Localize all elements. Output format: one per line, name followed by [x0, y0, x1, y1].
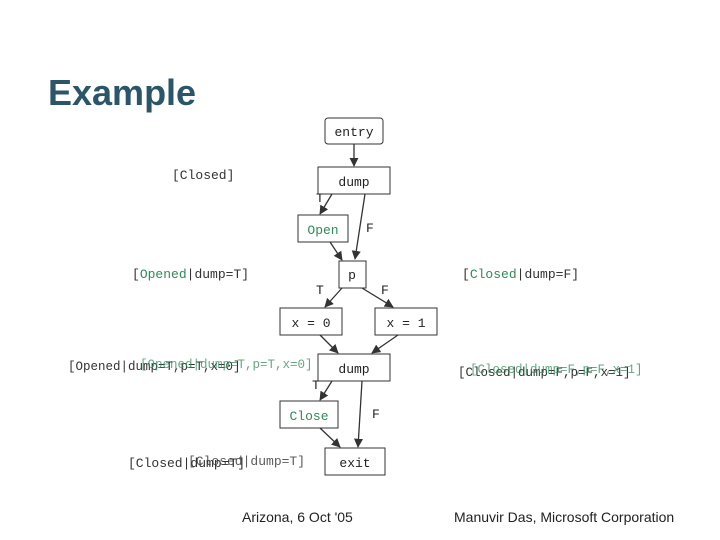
- open-node: [297, 214, 349, 243]
- edge-dump-open: [319, 193, 333, 215]
- bracket: ]: [241, 267, 250, 282]
- x0-node: [279, 307, 343, 336]
- edge-p-x1: [361, 287, 394, 308]
- edge-label-dump2-F: F: [372, 407, 380, 422]
- edge-dump-exit: [353, 380, 364, 448]
- edge-label-dump2-T: T: [312, 378, 320, 393]
- annotation-closed-x1-ghost: [Closed|dump=F,p=F,x=1]: [470, 363, 643, 377]
- annotation-closed-top: [Closed]: [172, 168, 235, 183]
- state-closed: Closed: [469, 267, 517, 282]
- bracket: [: [462, 267, 470, 282]
- open-label: Open: [307, 223, 338, 238]
- slide-title: Example: [48, 72, 197, 113]
- annotation-closed-dump-f: [Closed|dump=F]: [462, 267, 579, 282]
- state-opened: Opened: [139, 267, 187, 282]
- x1-node: [374, 307, 438, 336]
- edge-close-exit: [319, 427, 341, 448]
- annotation-opened-dump-t: [Opened|dump=T]: [132, 267, 249, 282]
- close-node: [279, 400, 339, 429]
- dump-node-2: [317, 353, 391, 382]
- pipe: |: [186, 267, 195, 282]
- dump-label-2: dump: [338, 362, 369, 377]
- annotation-closed-bottom-ghost: [Closed|dump=T]: [188, 454, 306, 469]
- edge-label-dump1-F: F: [366, 221, 374, 236]
- edge-x1-dump: [371, 334, 399, 354]
- condition: dump=T: [194, 267, 242, 282]
- x0-label: x = 0: [291, 316, 330, 331]
- exit-label: exit: [339, 456, 370, 471]
- entry-label: entry: [334, 125, 373, 140]
- dump-label-1: dump: [338, 175, 369, 190]
- edge-label-p-T: T: [316, 283, 324, 298]
- edge-open-p: [329, 241, 343, 261]
- bracket: [: [132, 267, 140, 282]
- edge-label-dump1-T: T: [316, 191, 324, 206]
- edge-dump-close: [319, 380, 333, 401]
- footer-left: Arizona, 6 Oct '05: [242, 509, 353, 525]
- dump-node-1: [317, 166, 391, 195]
- edge-p-x0: [324, 287, 343, 308]
- pipe: |: [516, 267, 525, 282]
- p-label: p: [348, 268, 356, 283]
- condition: dump=F: [524, 267, 572, 282]
- exit-node: [324, 447, 386, 476]
- bracket: ]: [571, 267, 580, 282]
- edge-x0-dump: [319, 334, 339, 354]
- close-label: Close: [289, 409, 328, 424]
- footer-right: Manuvir Das, Microsoft Corporation: [454, 509, 675, 525]
- edge-dump-p: [351, 193, 366, 260]
- x1-label: x = 1: [386, 316, 425, 331]
- annotation-closed-x1: [Closed|dump=F,p=F,x=1]: [458, 366, 631, 380]
- annotation-closed-bottom: [Closed|dump=T]: [128, 456, 246, 471]
- p-node: [338, 260, 367, 289]
- annotation-opened-x0-ghost: [Opened|dump=T,p=T,x=0]: [140, 358, 313, 372]
- annotation-opened-x0: [Opened|dump=T,p=T,x=0]: [68, 360, 241, 374]
- edge-label-p-F: F: [381, 283, 389, 298]
